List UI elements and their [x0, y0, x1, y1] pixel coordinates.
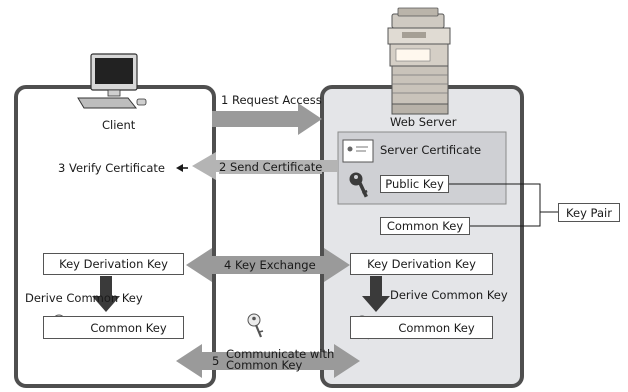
verify-arrow — [176, 164, 188, 172]
public-key-icon — [349, 172, 368, 198]
server-key-derivation-box: Key Derivation Key — [350, 253, 493, 275]
key-exchange-label: 4 Key Exchange — [224, 258, 316, 272]
communicate-number: 5 — [212, 354, 220, 368]
key-exchange-arrow — [186, 248, 350, 282]
request-access-arrow — [212, 103, 322, 135]
server-derive-arrow — [362, 276, 390, 312]
verify-certificate-label: 3 Verify Certificate — [58, 161, 165, 175]
client-key-derivation-box: Key Derivation Key — [43, 253, 184, 275]
request-access-label: 1 Request Access — [221, 93, 322, 107]
computer-icon — [77, 53, 147, 109]
communicate-arrow — [176, 344, 360, 378]
server-common-key-box: Common Key — [380, 217, 470, 235]
server-label: Web Server — [390, 115, 457, 129]
key-pair-bracket — [449, 183, 558, 227]
client-derive-arrow — [92, 276, 120, 312]
send-certificate-label: 2 Send Certificate — [219, 160, 323, 174]
client-label: Client — [102, 118, 136, 132]
public-key-box: Public Key — [380, 175, 449, 193]
certificate-icon — [342, 139, 374, 163]
communicate-label-line1: Communicate with — [226, 347, 335, 361]
common-key-icon — [247, 313, 264, 338]
client-common-key-box: Common Key — [43, 316, 184, 339]
server-common-key-bottom-box: Common Key — [350, 316, 493, 339]
server-certificate-label: Server Certificate — [380, 143, 482, 157]
server-icon — [387, 7, 451, 115]
communicate-label-line2: Common Key — [226, 358, 303, 372]
key-pair-box: Key Pair — [558, 203, 620, 222]
client-derive-label: Derive Common Key — [25, 291, 143, 305]
server-derive-label: Derive Common Key — [390, 288, 508, 302]
